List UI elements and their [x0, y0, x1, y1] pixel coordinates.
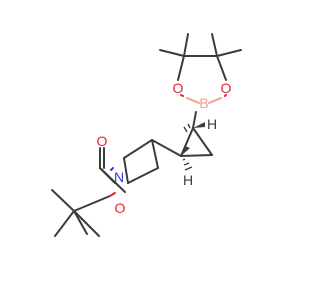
methyl-groups	[159, 33, 242, 57]
atom-label-boron: B	[199, 95, 208, 111]
carbamate-group	[73, 147, 126, 212]
hashed-bond-top	[183, 123, 191, 133]
hashed-bond-bottom	[182, 158, 193, 171]
atom-label-oxygen-carbonyl: O	[97, 133, 108, 149]
azetidine-ring	[123, 139, 159, 184]
tert-butyl-group	[51, 189, 100, 237]
atom-label-h-top: H	[207, 116, 217, 132]
bond-cyclopropyl-boron	[192, 111, 197, 129]
pinacol-boronate-ring	[177, 55, 227, 104]
cyclopropane-ring	[151, 127, 213, 157]
atom-label-oxygen-ring-left: O	[173, 80, 184, 96]
stereo-bonds	[181, 122, 205, 171]
atom-labels: B O O O O N H H	[97, 80, 232, 216]
atom-label-oxygen-ester: O	[115, 200, 126, 216]
atom-label-nitrogen: N	[114, 169, 124, 185]
atom-label-oxygen-ring-right: O	[221, 80, 232, 96]
molecule-structure: B O O O O N H H	[51, 33, 242, 237]
atom-label-h-bottom: H	[183, 172, 193, 188]
